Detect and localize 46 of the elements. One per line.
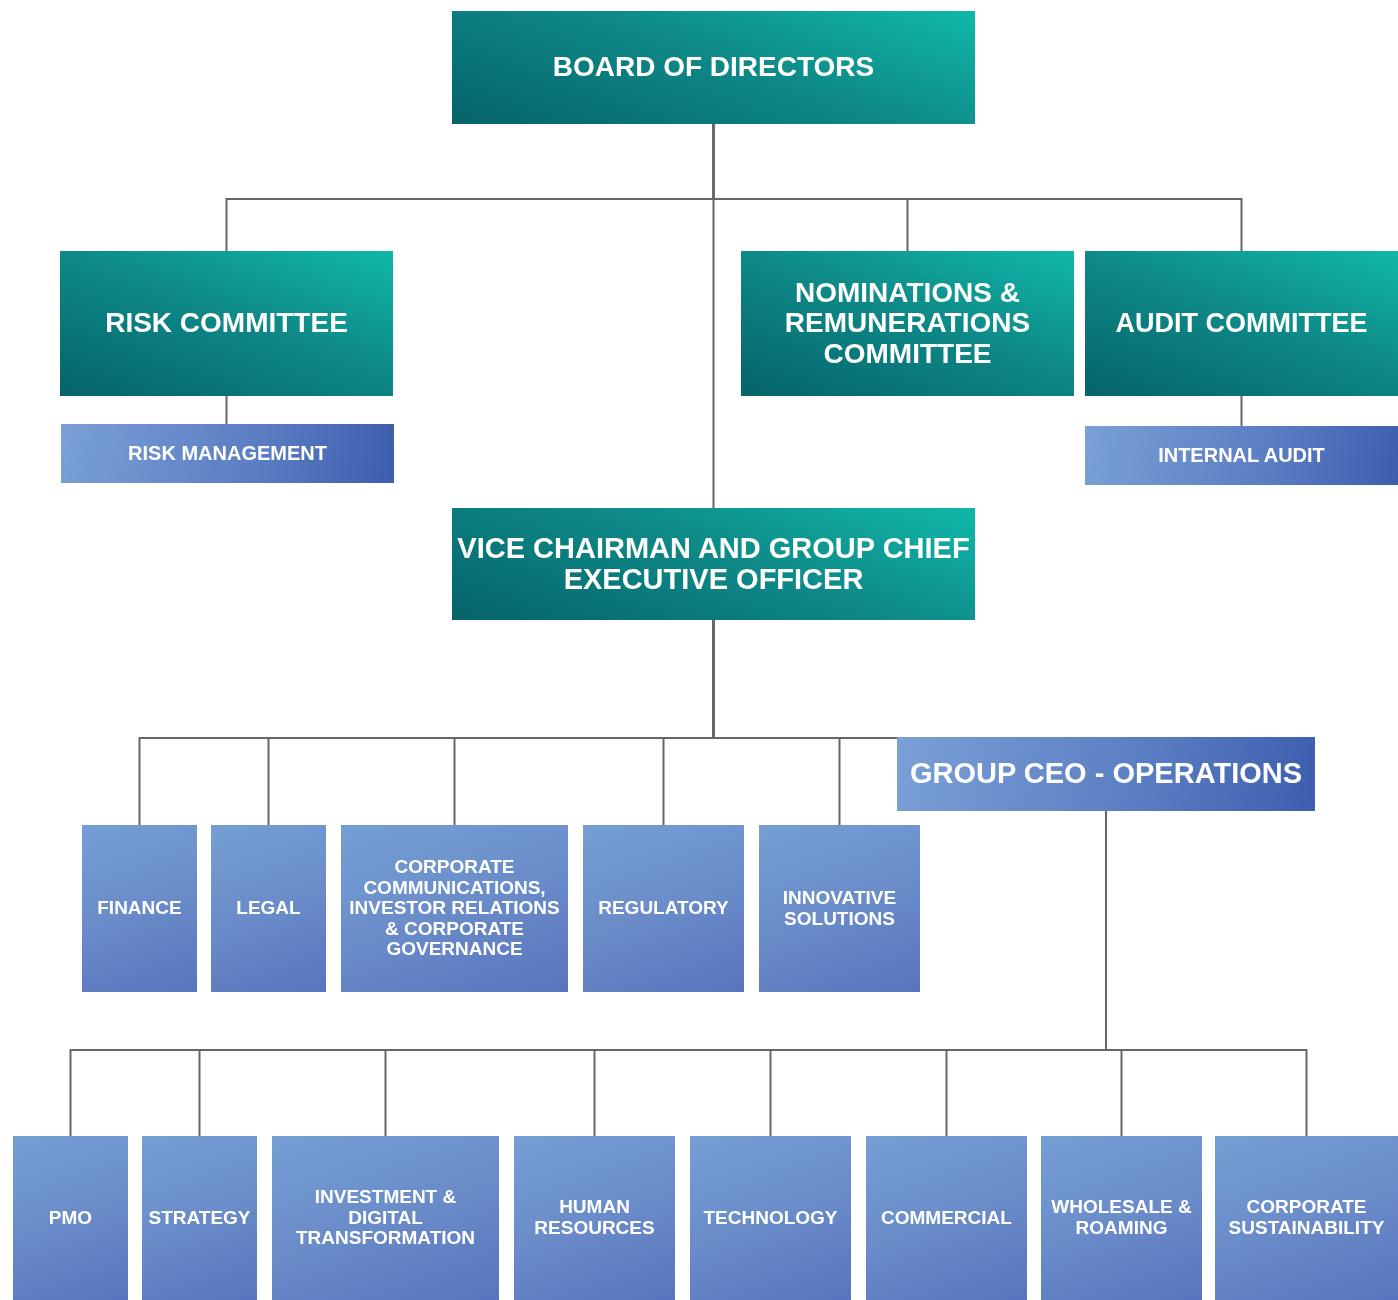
box-label: GROUP CEO - OPERATIONS bbox=[909, 758, 1303, 790]
department-box bbox=[142, 1136, 257, 1300]
box-label: BOARD OF DIRECTORS bbox=[552, 52, 875, 83]
department-box bbox=[690, 1136, 851, 1300]
box-label: PMO bbox=[48, 1207, 93, 1229]
department-box bbox=[514, 1136, 675, 1300]
department-box bbox=[1085, 426, 1398, 485]
department-box bbox=[272, 1136, 499, 1300]
box-label: INVESTMENT & DIGITAL TRANSFORMATION bbox=[294, 1187, 477, 1249]
department-box bbox=[61, 424, 394, 483]
department-box bbox=[82, 825, 197, 992]
box-label: NOMINATIONS & REMUNERATIONS COMMITTEE bbox=[783, 278, 1032, 369]
department-box bbox=[759, 825, 920, 992]
committee-box bbox=[1085, 251, 1398, 396]
box-label: REGULATORY bbox=[598, 898, 729, 919]
department-box bbox=[583, 825, 744, 992]
department-box bbox=[13, 1136, 128, 1300]
connector-line bbox=[225, 395, 228, 425]
connector-line bbox=[1240, 395, 1243, 427]
department-box bbox=[1215, 1136, 1398, 1300]
committee-box bbox=[60, 251, 393, 396]
box-label: INTERNAL AUDIT bbox=[1158, 444, 1325, 467]
department-box bbox=[1041, 1136, 1202, 1300]
box-label: CORPORATE COMMUNICATIONS, INVESTOR RELATIONS & CORPORATE GOVERNANCE bbox=[348, 857, 561, 960]
box-label: FINANCE bbox=[97, 898, 182, 919]
connector-line bbox=[712, 619, 898, 739]
committee-box bbox=[452, 11, 975, 124]
box-label: RISK COMMITTEE bbox=[105, 308, 348, 339]
box-label: COMMERCIAL bbox=[881, 1207, 1012, 1229]
box-label: INNOVATIVE SOLUTIONS bbox=[781, 888, 898, 929]
box-label: STRATEGY bbox=[148, 1207, 251, 1229]
box-label: AUDIT COMMITTEE bbox=[1115, 308, 1368, 339]
committee-box bbox=[741, 251, 1074, 396]
box-label: LEGAL bbox=[236, 898, 301, 919]
box-label: WHOLESALE & ROAMING bbox=[1050, 1197, 1193, 1239]
box-label: CORPORATE SUSTAINABILITY bbox=[1227, 1197, 1386, 1239]
department-box bbox=[341, 825, 568, 992]
department-box bbox=[866, 1136, 1027, 1300]
committee-box bbox=[452, 508, 975, 620]
box-label: HUMAN RESOURCES bbox=[533, 1197, 656, 1239]
box-label: RISK MANAGEMENT bbox=[128, 442, 327, 465]
connector-line bbox=[712, 123, 715, 509]
department-box bbox=[211, 825, 326, 992]
department-box bbox=[897, 737, 1315, 811]
box-label: TECHNOLOGY bbox=[703, 1207, 838, 1229]
box-label: VICE CHAIRMAN AND GROUP CHIEF EXECUTIVE OFFICER bbox=[456, 532, 971, 596]
